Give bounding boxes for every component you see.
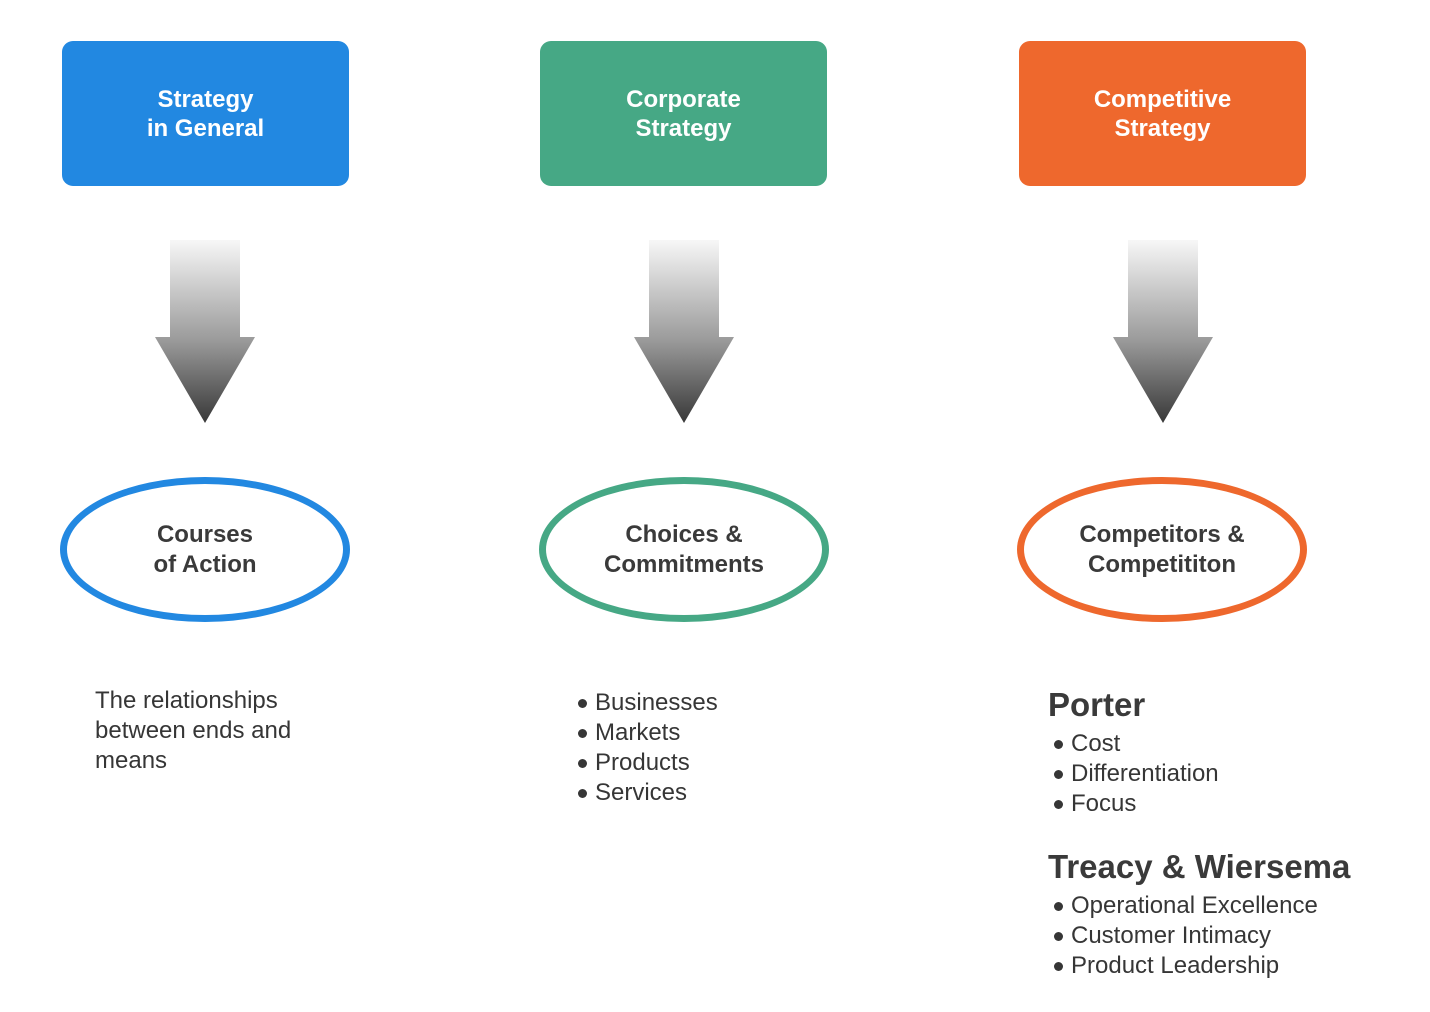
ellipse-label-line1: Competitors & [1079, 520, 1245, 548]
bullet-dot-icon [578, 788, 587, 798]
list-item-label: Services [595, 779, 688, 806]
list-item: Differentiation [1054, 759, 1219, 789]
ellipse-label-line2: of Action [153, 550, 257, 578]
list-item: Businesses [578, 688, 718, 718]
list-item: Services [578, 778, 718, 808]
list-item: Product Leadership [1054, 951, 1350, 981]
list-item-label: Customer Intimacy [1071, 922, 1272, 949]
list-item-label: Differentiation [1071, 760, 1219, 787]
box-label-line2: Strategy [1114, 114, 1211, 142]
ellipse-label-line1: Courses [156, 520, 254, 548]
list-item-label: Focus [1071, 790, 1137, 817]
down-arrow-icon [1113, 240, 1213, 423]
section-porter: Porter Cost Differentiation Focus [1048, 686, 1219, 819]
list-item-label: Businesses [595, 689, 718, 716]
list-item-label: Product Leadership [1071, 952, 1280, 979]
section-heading-porter: Porter [1048, 686, 1146, 723]
ellipse-competitors-competition: Competitors & Competititon [1017, 477, 1307, 622]
list-item-label: Markets [595, 719, 681, 746]
box-competitive-strategy: Competitive Strategy [1019, 41, 1306, 186]
box-strategy-in-general: Strategy in General [62, 41, 349, 186]
bullet-dot-icon [1054, 799, 1063, 809]
list-item: Operational Excellence [1054, 891, 1350, 921]
down-arrow-icon [155, 240, 255, 423]
ellipse-label: Choices & Commitments [604, 520, 764, 580]
section-heading-treacy-wiersema: Treacy & Wiersema [1048, 848, 1351, 885]
ellipse-label: Courses of Action [153, 520, 256, 580]
box-corporate-strategy: Corporate Strategy [540, 41, 827, 186]
ellipse-label-line2: Commitments [603, 550, 765, 578]
list-item: Markets [578, 718, 718, 748]
list-item-label: Cost [1071, 730, 1121, 757]
bullet-dot-icon [1054, 769, 1063, 779]
list-item: Customer Intimacy [1054, 921, 1350, 951]
ellipse-label-line2: Competititon [1088, 550, 1236, 578]
bullet-list-treacy-wiersema: Operational Excellence Customer Intimacy… [1048, 891, 1350, 981]
bullet-list-porter: Cost Differentiation Focus [1048, 729, 1219, 819]
box-label-line2: in General [146, 114, 265, 142]
bullet-dot-icon [1054, 961, 1063, 971]
box-label-line1: Strategy [157, 85, 254, 113]
list-item: Cost [1054, 729, 1219, 759]
ellipse-label: Competitors & Competititon [1079, 520, 1244, 580]
ellipse-courses-of-action: Courses of Action [60, 477, 350, 622]
bullet-dot-icon [1054, 739, 1063, 749]
list-item: Products [578, 748, 718, 778]
list-item: Focus [1054, 789, 1219, 819]
description-text: The relationships between ends and means [95, 687, 292, 774]
box-label: Competitive Strategy [1094, 85, 1231, 143]
down-arrow-icon [634, 240, 734, 423]
bullet-list-corporate: Businesses Markets Products Services [578, 688, 718, 808]
list-item-label: Products [595, 749, 690, 776]
section-treacy-wiersema: Treacy & Wiersema Operational Excellence… [1048, 848, 1350, 981]
box-label-line1: Corporate [626, 85, 741, 113]
box-label: Strategy in General [147, 85, 264, 143]
bullet-dot-icon [578, 728, 587, 738]
bullet-dot-icon [578, 758, 587, 768]
list-item-label: Operational Excellence [1071, 892, 1318, 919]
bullet-dot-icon [1054, 931, 1063, 941]
box-label-line2: Strategy [635, 114, 732, 142]
box-label-line1: Competitive [1093, 85, 1232, 113]
ellipse-label-line1: Choices & [625, 520, 743, 548]
ellipse-choices-commitments: Choices & Commitments [539, 477, 829, 622]
bullet-dot-icon [578, 698, 587, 708]
bullet-dot-icon [1054, 901, 1063, 911]
box-label: Corporate Strategy [626, 85, 741, 143]
